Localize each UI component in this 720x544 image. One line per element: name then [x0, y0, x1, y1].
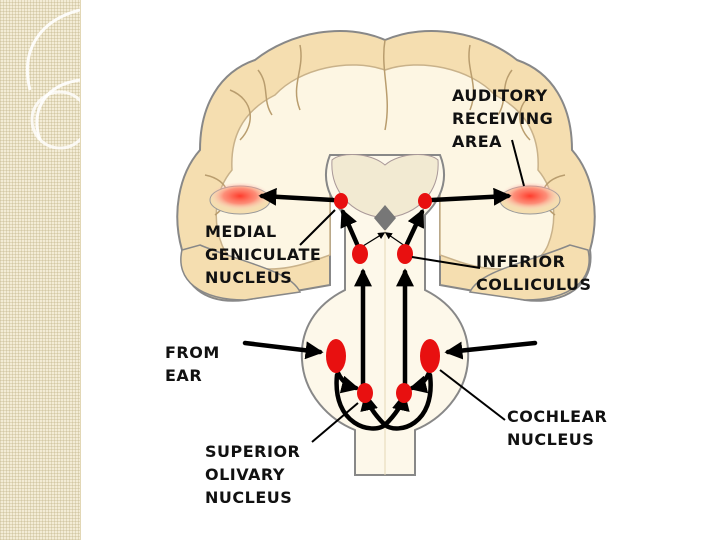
label-line: COCHLEAR — [507, 407, 607, 426]
arrow-mgn-to-cortex-left — [258, 187, 336, 206]
label-line: MEDIAL — [205, 222, 277, 241]
label-line: NUCLEUS — [205, 268, 292, 287]
temporal-lobe-right — [468, 244, 590, 301]
temporal-lobe-left — [180, 244, 302, 301]
label-line: COLLICULUS — [476, 275, 592, 294]
thalamus — [331, 154, 439, 219]
label-auditory-receiving-area: AUDITORY RECEIVING AREA — [452, 86, 559, 151]
leader-lines — [299, 139, 525, 443]
cochlear-nucleus-right — [420, 339, 440, 373]
inferior-colliculus-right — [397, 244, 413, 264]
label-superior-olivary-nucleus: SUPERIOR OLIVARY NUCLEUS — [205, 442, 306, 507]
label-line: NUCLEUS — [205, 488, 292, 507]
arrow-mgn-to-cortex-right — [429, 187, 512, 206]
decorative-side-strip — [0, 0, 90, 540]
label-inferior-colliculus: INFERIOR COLLICULUS — [476, 252, 592, 294]
arrow-ear-to-cochlear-right — [444, 340, 538, 360]
superior-olivary-nucleus-right — [396, 383, 412, 403]
medial-geniculate-nucleus-right — [418, 193, 432, 209]
brainstem — [300, 154, 470, 476]
label-line: RECEIVING — [452, 109, 553, 128]
label-line: FROM — [165, 343, 220, 362]
cerebrum — [176, 30, 596, 302]
auditory-receiving-area-right — [500, 182, 560, 210]
arrow-crossing-left — [334, 372, 410, 431]
arrow-ic-to-mgn-left — [340, 208, 360, 247]
nuclei — [326, 193, 440, 403]
label-line: GENICULATE — [205, 245, 321, 264]
label-from-ear: FROM EAR — [165, 343, 226, 385]
label-line: EAR — [165, 366, 202, 385]
arrow-ear-to-cochlear-left — [242, 340, 324, 360]
cochlear-nucleus-left — [326, 339, 346, 373]
arrow-ic-to-mgn-right — [404, 208, 425, 247]
medial-geniculate-nucleus-left — [334, 193, 348, 209]
thin-crossing-arrows — [362, 232, 406, 247]
label-medial-geniculate-nucleus: MEDIAL GENICULATE NUCLEUS — [205, 222, 327, 287]
label-line: INFERIOR — [476, 252, 565, 271]
label-line: AREA — [452, 132, 502, 151]
label-line: AUDITORY — [452, 86, 548, 105]
superior-olivary-nucleus-left — [357, 383, 373, 403]
label-line: NUCLEUS — [507, 430, 594, 449]
pathway-arrows — [242, 187, 538, 431]
inferior-colliculus-left — [352, 244, 368, 264]
label-cochlear-nucleus: COCHLEAR NUCLEUS — [507, 407, 613, 449]
label-line: SUPERIOR — [205, 442, 300, 461]
arrow-crossing-right — [360, 372, 433, 431]
label-line: OLIVARY — [205, 465, 285, 484]
third-ventricle — [374, 205, 396, 231]
auditory-receiving-area-left — [210, 182, 270, 210]
